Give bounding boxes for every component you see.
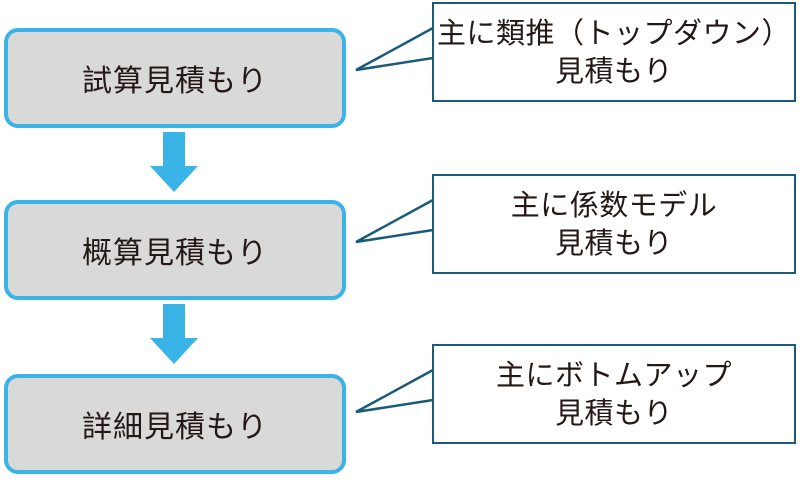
step-label: 詳細見積もり [82,410,268,445]
note-bottom-up-estimate: 主にボトムアップ 見積もり [432,344,796,444]
step-label: 試算見積もり [82,64,268,99]
step-label: 概算見積もり [82,236,268,271]
note-line: 見積もり [554,226,673,260]
step-trial-estimate: 試算見積もり [4,28,346,128]
step-rough-estimate: 概算見積もり [4,200,346,300]
note-line: 主に係数モデル [510,188,718,222]
step-detailed-estimate: 詳細見積もり [4,374,346,474]
down-arrow-2 [150,304,198,364]
note-line: 見積もり [554,396,673,430]
note-line: 見積もり [554,54,673,88]
note-parametric-estimate: 主に係数モデル 見積もり [432,174,796,274]
note-line: 主にボトムアップ [495,358,732,392]
callout-pointer-2 [355,198,434,244]
callout-pointer-3 [355,368,434,414]
note-analogous-estimate: 主に類推（トップダウン） 見積もり [432,2,796,102]
callout-pointer-1 [355,26,434,72]
note-line: 主に類推（トップダウン） [436,16,791,50]
down-arrow-1 [150,132,198,192]
